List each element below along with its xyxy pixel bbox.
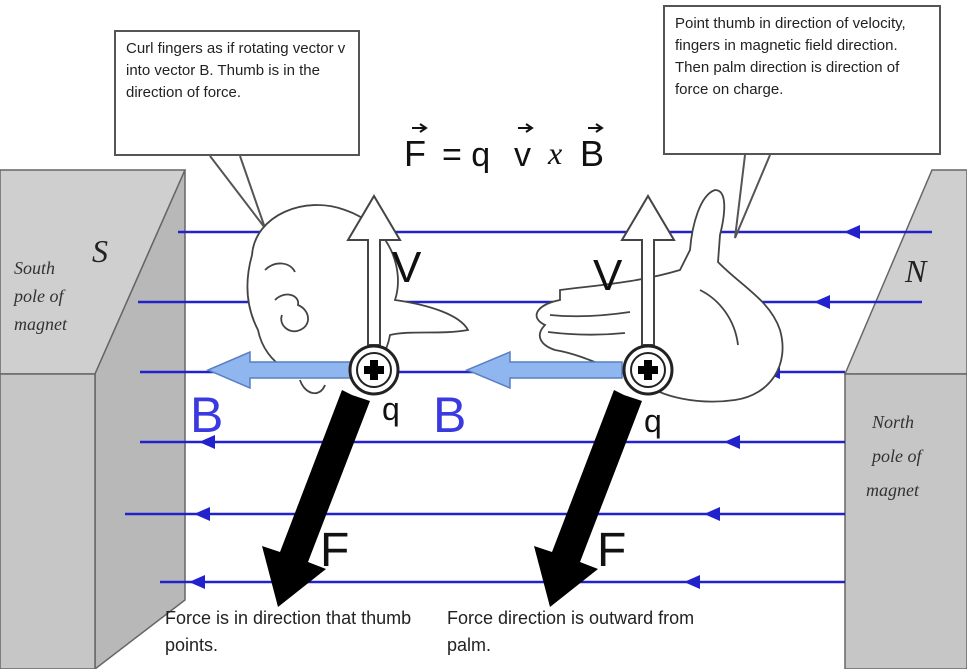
equation: F = q v x B <box>404 123 604 174</box>
callout-left-pointer <box>209 155 266 229</box>
field-arrow-right <box>465 350 623 390</box>
field-label-right: B <box>433 387 466 443</box>
north-pole-line-1: North <box>871 412 914 432</box>
field-arrow-left <box>206 350 361 390</box>
field-lines <box>125 225 932 589</box>
field-line-arrowhead <box>199 435 215 449</box>
vector-hat-v <box>518 123 534 133</box>
charge-right <box>622 344 674 396</box>
velocity-arrow-left <box>346 194 402 346</box>
force-arrow-left <box>262 390 370 607</box>
equation-F: F <box>404 133 426 174</box>
force-arrow-right <box>534 390 642 607</box>
equation-v: v <box>514 136 531 174</box>
velocity-label-right: V <box>593 251 623 300</box>
callout-right-pointer <box>734 154 771 239</box>
south-pole-line-2: pole of <box>12 286 66 306</box>
charge-label-left: q <box>382 391 400 427</box>
north-pole-letter: N <box>904 253 928 289</box>
vector-hat-B <box>588 123 604 133</box>
charge-left <box>348 344 400 396</box>
field-line-arrowhead <box>814 295 830 309</box>
field-line-arrowhead <box>684 575 700 589</box>
south-magnet <box>0 169 187 669</box>
field-line-arrowhead <box>724 435 740 449</box>
caption-right: Force direction is outward from palm. <box>447 608 695 655</box>
vector-hat-F <box>412 123 428 133</box>
caption-left: Force is in direction that thumb points. <box>165 608 412 655</box>
velocity-label-left: V <box>392 243 422 292</box>
open-hand-icon <box>535 189 784 403</box>
south-pole-letter: S <box>92 233 108 269</box>
north-pole-line-2: pole of <box>870 446 924 466</box>
callout-right: Point thumb in direction of velocity, fi… <box>663 5 941 155</box>
north-pole-line-3: magnet <box>866 480 920 500</box>
field-line-arrowhead <box>189 575 205 589</box>
charge-label-right: q <box>644 403 662 439</box>
field-line-arrowhead <box>844 225 860 239</box>
velocity-arrow-right <box>620 194 676 346</box>
equation-B: B <box>580 133 604 174</box>
field-line-arrowhead <box>194 507 210 521</box>
equation-equals-q: = q <box>442 136 490 174</box>
equation-cross: x <box>547 135 562 171</box>
south-pole-line-3: magnet <box>14 314 68 334</box>
curled-hand-icon <box>246 204 470 394</box>
north-magnet <box>843 169 967 669</box>
south-pole-line-1: South <box>14 258 55 278</box>
field-line-arrowhead <box>704 507 720 521</box>
force-label-right: F <box>597 524 626 577</box>
callout-left: Curl fingers as if rotating vector v int… <box>114 30 360 156</box>
field-label-left: B <box>190 387 223 443</box>
force-label-left: F <box>320 524 349 577</box>
